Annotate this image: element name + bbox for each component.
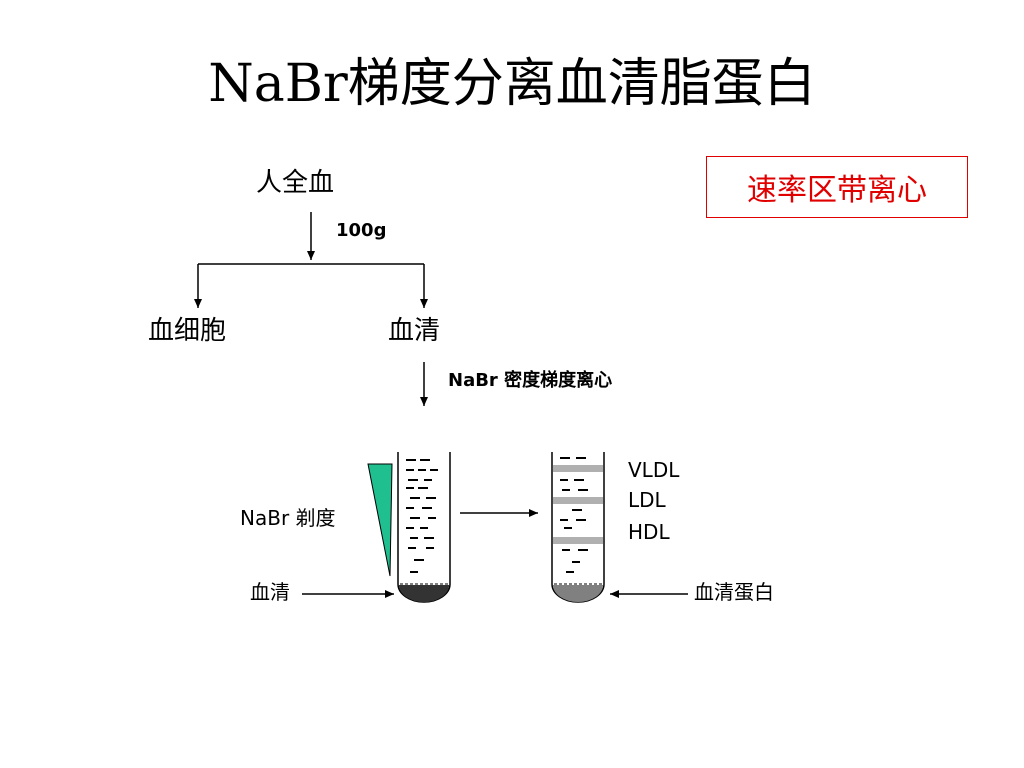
band-hdl bbox=[553, 537, 603, 544]
nabr-gradient-label: NaBr 剃度 bbox=[240, 506, 336, 530]
band-label-vldl: VLDL bbox=[628, 458, 680, 482]
serum-label-bottom: 血清 bbox=[250, 580, 290, 604]
blood-cells-label: 血细胞 bbox=[148, 316, 227, 346]
rate-zonal-centrifugation-box: 速率区带离心 bbox=[706, 156, 968, 218]
centrifuge-speed-label: 100g bbox=[336, 220, 387, 241]
tube-before bbox=[397, 452, 451, 603]
gradient-centrifugation-label: NaBr 密度梯度离心 bbox=[448, 370, 613, 391]
serum-label-top: 血清 bbox=[388, 316, 441, 346]
band-ldl bbox=[553, 497, 603, 504]
nabr-gradient-wedge bbox=[367, 463, 393, 577]
band-vldl bbox=[553, 465, 603, 472]
band-label-hdl: HDL bbox=[628, 520, 670, 544]
band-label-ldl: LDL bbox=[628, 488, 666, 512]
whole-blood-label: 人全血 bbox=[256, 168, 335, 198]
slide-title: NaBr梯度分离血清脂蛋白 bbox=[208, 54, 816, 114]
serum-protein-label: 血清蛋白 bbox=[694, 580, 774, 604]
tube-after bbox=[551, 452, 605, 603]
